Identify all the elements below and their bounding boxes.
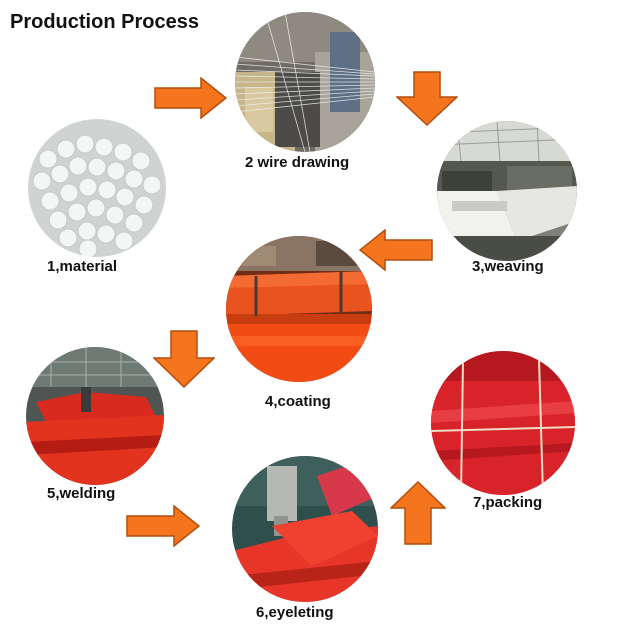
step-6-eyeleting-photo [232,456,378,602]
step-2-wire-drawing-photo [235,12,375,152]
step-7-label: 7,packing [473,494,543,511]
page-title: Production Process [10,11,199,33]
step-2-label: 2 wire drawing [245,154,350,171]
arrow-left-icon [359,229,433,271]
arrow-up-icon [390,481,446,545]
step-5-welding-photo [26,347,164,485]
arrow-right-icon [126,505,200,547]
arrow-down-icon [153,330,215,388]
step-4-label: 4,coating [265,393,331,410]
step-1-label: 1,material [47,258,118,275]
arrow-right-icon [154,77,227,119]
step-6-label: 6,eyeleting [256,604,334,621]
step-3-weaving-photo [437,121,577,261]
step-7-packing-photo [431,351,575,495]
step-1-material-photo [28,119,166,257]
arrow-down-icon [396,71,458,126]
step-4-coating-photo [226,236,372,382]
step-5-label: 5,welding [47,485,116,502]
step-3-label: 3,weaving [472,258,544,275]
